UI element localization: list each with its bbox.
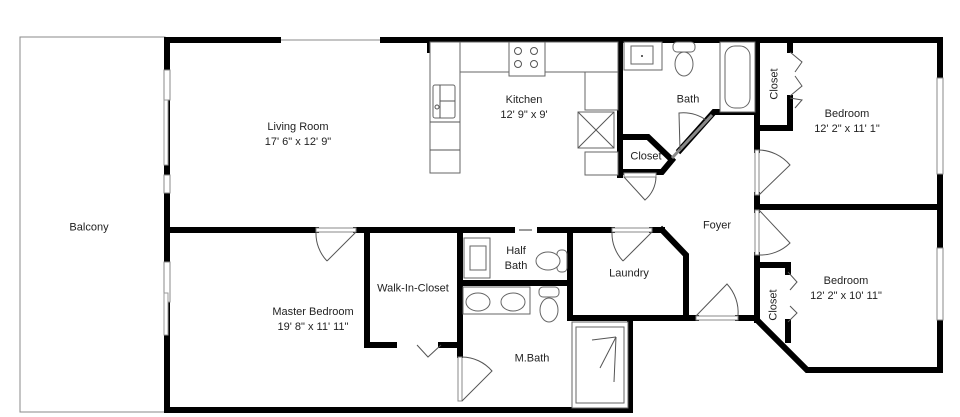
kitchen-sink-icon [432, 84, 456, 119]
room-size: 12' 2" x 10' 11" [810, 290, 882, 302]
room-name: Bedroom [824, 108, 870, 120]
bath-toilet-icon [672, 41, 696, 77]
west-windows [163, 69, 171, 336]
room-name: Master Bedroom [272, 306, 354, 318]
stove-icon [508, 41, 546, 77]
east-windows [936, 77, 944, 321]
room-name: Balcony [69, 221, 109, 234]
room-label-hall-closet: Closet [630, 150, 661, 165]
exterior-walls [164, 37, 943, 413]
balcony-outline [19, 36, 166, 413]
room-label-bedroom1: Bedroom 12' 2" x 11' 1" [814, 107, 880, 137]
master-toilet-icon [538, 286, 560, 323]
room-name: Foyer [702, 219, 732, 232]
refrigerator-icon [577, 111, 615, 149]
room-label-walk-in-closet: Walk-In-Closet [377, 282, 449, 297]
bay-window [276, 7, 385, 41]
room-label-bath: Bath [677, 93, 700, 108]
room-size: 17' 6" x 12' 9" [264, 136, 332, 148]
room-name: Living Room [267, 121, 329, 133]
room-name: Bedroom [823, 275, 869, 287]
room-label-balcony: Balcony [69, 221, 108, 236]
room-name: Laundry [609, 267, 649, 280]
interior-walls [164, 37, 943, 413]
room-name-line2: Bath [504, 260, 528, 272]
half-bath-sink-icon [463, 237, 491, 279]
room-size: 19' 8" x 11' 11" [277, 321, 349, 333]
double-vanity-icon [462, 286, 531, 315]
room-label-bedroom2-closet: Closet [767, 289, 782, 320]
room-name-line1: Half [506, 245, 526, 257]
room-label-bedroom2: Bedroom 12' 2" x 10' 11" [810, 274, 882, 304]
room-label-kitchen: Kitchen 12' 9" x 9' [500, 93, 547, 123]
room-size: 12' 2" x 11' 1" [814, 123, 880, 135]
room-size: 12' 9" x 9' [500, 109, 548, 121]
room-name: Bath [676, 93, 700, 106]
room-label-living-room: Living Room 17' 6" x 12' 9" [265, 120, 331, 150]
room-label-laundry: Laundry [609, 267, 649, 282]
room-label-bedroom1-closet: Closet [768, 68, 783, 99]
room-label-foyer: Foyer [703, 219, 731, 234]
half-bath-toilet-icon [535, 249, 568, 273]
room-label-master-bedroom: Master Bedroom 19' 8" x 11' 11" [272, 305, 353, 335]
bathtub-icon [719, 41, 756, 113]
room-label-master-bath: M.Bath [515, 352, 550, 367]
room-name: M.Bath [514, 352, 550, 365]
room-name: Closet [767, 289, 780, 321]
room-name: Closet [630, 150, 662, 163]
doors [315, 51, 803, 402]
room-name: Kitchen [505, 94, 543, 106]
shower-icon [571, 321, 629, 409]
bath-sink-icon [623, 41, 663, 71]
room-name: Closet [768, 68, 781, 100]
room-label-half-bath: Half Bath [505, 244, 528, 274]
room-name: Walk-In-Closet [377, 282, 449, 295]
